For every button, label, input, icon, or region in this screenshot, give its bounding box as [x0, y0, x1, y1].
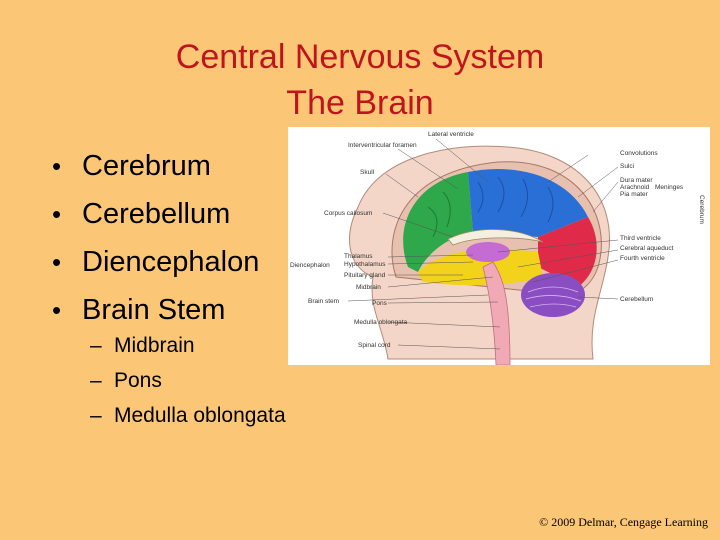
label-cerebral-aqueduct: Cerebral aqueduct — [620, 245, 674, 252]
label-skull: Skull — [360, 169, 375, 176]
frontal-lobe — [403, 172, 473, 272]
label-pituitary-gland: Pituitary gland — [344, 272, 386, 279]
label-convolutions: Convolutions — [620, 150, 658, 157]
temporal-lobe — [418, 249, 543, 286]
bullet-item: •Brain Stem — [52, 294, 226, 326]
sub-bullet-list: –Midbrain –Pons –Medulla oblongata — [90, 328, 286, 433]
label-dura-mater: Dura mater — [620, 177, 653, 184]
bullet-text: Cerebellum — [82, 198, 231, 230]
bullet-text: Brain Stem — [82, 294, 226, 326]
brain-diagram-svg: Lateral ventricle Interventricular foram… — [290, 131, 705, 365]
corpus-callosum — [447, 229, 544, 246]
label-midbrain: Midbrain — [356, 284, 381, 291]
label-spinal-cord: Spinal cord — [358, 342, 391, 349]
bullet-item: •Diencephalon — [52, 246, 260, 278]
title-line-2: The Brain — [286, 84, 434, 122]
bullet-list: •Cerebrum •Cerebellum •Diencephalon •Bra… — [52, 142, 259, 334]
label-pons: Pons — [372, 300, 388, 307]
sub-bullet-text: Medulla oblongata — [114, 404, 286, 427]
label-brain-stem: Brain stem — [308, 298, 339, 305]
sub-bullet-text: Pons — [114, 369, 162, 392]
label-medulla-oblongata: Medulla oblongata — [354, 319, 408, 326]
label-cerebellum: Cerebellum — [620, 296, 653, 303]
brain-stem-shape — [482, 261, 511, 365]
label-corpus-callosum: Corpus callosum — [324, 210, 372, 217]
label-cerebrum: Cerebrum — [698, 195, 705, 224]
parietal-lobe — [468, 169, 588, 237]
label-pia-mater: Pia mater — [620, 191, 649, 198]
bullet-item: •Cerebellum — [52, 198, 231, 230]
label-arachnoid: Arachnoid — [620, 184, 650, 191]
label-third-ventricle: Third ventricle — [620, 235, 661, 242]
label-sulci: Sulci — [620, 163, 634, 170]
sub-bullet-text: Midbrain — [114, 334, 195, 357]
copyright-notice: © 2009 Delmar, Cengage Learning — [539, 515, 708, 529]
sub-bullet-item: –Pons — [90, 369, 162, 392]
label-thalamus: Thalamus — [344, 253, 373, 260]
leader-lines — [347, 138, 619, 350]
slide-title: Central Nervous System The Brain — [0, 34, 720, 126]
bullet-item: •Cerebrum — [52, 150, 211, 182]
label-meninges: Meninges — [655, 184, 684, 191]
label-interventricular-foramen: Interventricular foramen — [348, 142, 417, 149]
brain-diagram: Lateral ventricle Interventricular foram… — [288, 127, 710, 365]
sub-bullet-item: –Medulla oblongata — [90, 404, 286, 427]
label-hypothalamus: Hypothalamus — [344, 261, 386, 268]
title-line-1: Central Nervous System — [175, 38, 545, 76]
label-lateral-ventricle: Lateral ventricle — [428, 131, 474, 138]
bullet-text: Diencephalon — [82, 246, 260, 278]
sub-bullet-item: –Midbrain — [90, 334, 195, 357]
gyri-lines — [477, 176, 554, 223]
cerebellum-shape — [521, 273, 585, 317]
thalamus-shape — [466, 242, 510, 262]
label-fourth-ventricle: Fourth ventricle — [620, 255, 665, 262]
bullet-text: Cerebrum — [82, 150, 211, 182]
label-diencephalon: Diencephalon — [290, 262, 330, 269]
